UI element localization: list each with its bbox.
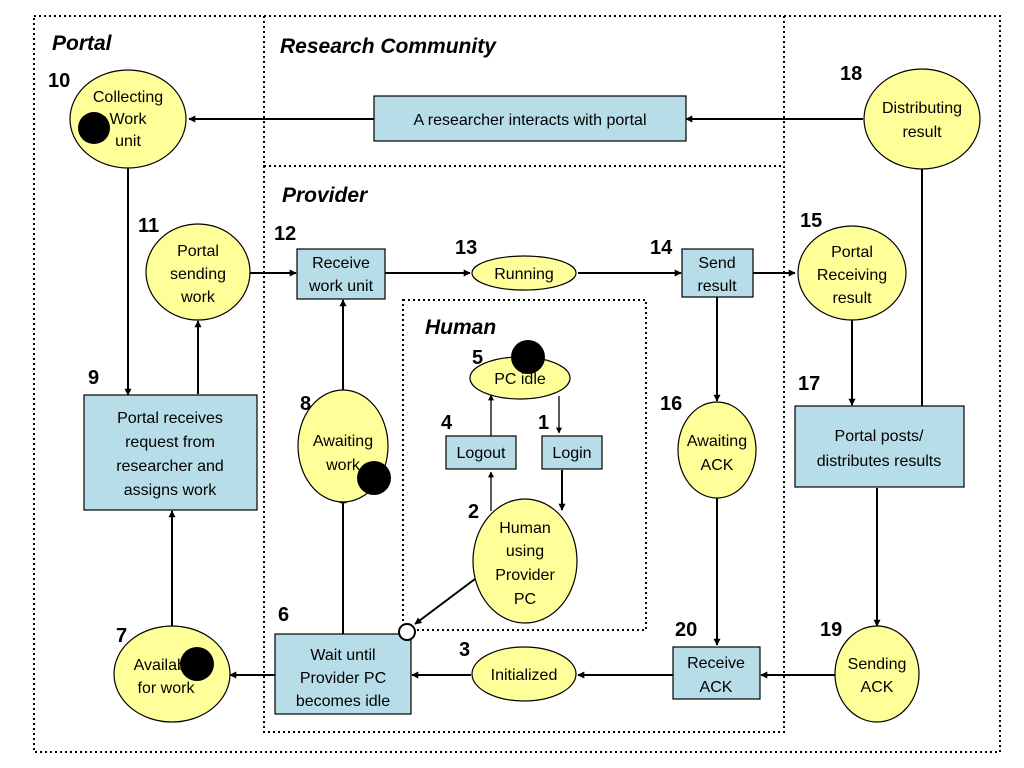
- step-number-2: 2: [468, 501, 479, 523]
- activity-17: Portal posts/ distributes results: [794, 405, 965, 488]
- region-title-provider: Provider: [282, 184, 369, 207]
- state-19: Sending ACK: [834, 625, 920, 723]
- token-dot-collecting: [78, 112, 110, 144]
- state-13: Running: [471, 255, 577, 291]
- state-15-line-2: Receiving: [817, 267, 887, 284]
- state-16-line-1: Awaiting: [687, 433, 747, 450]
- state-15-line-3: result: [832, 290, 872, 307]
- state-3-line-1: Initialized: [491, 667, 558, 684]
- step-number-4: 4: [441, 412, 453, 434]
- step-number-20: 20: [675, 619, 697, 641]
- state-18-line-1: Distributing: [882, 100, 962, 117]
- step-number-16: 16: [660, 393, 682, 415]
- activity-6-line-2: Provider PC: [300, 670, 386, 687]
- state-2-line-4: PC: [514, 591, 536, 608]
- token-dot-awaiting-work: [357, 461, 391, 495]
- step-number-8: 8: [300, 393, 311, 415]
- state-3: Initialized: [471, 646, 577, 702]
- activity-20-line-2: ACK: [700, 679, 733, 696]
- activity-17-line-2: distributes results: [817, 453, 942, 470]
- state-15-line-1: Portal: [831, 244, 873, 261]
- region-title-research: Research Community: [280, 35, 497, 58]
- activity-12-line-2: work unit: [308, 278, 374, 295]
- step-number-5: 5: [472, 347, 483, 369]
- activity-9-line-1: Portal receives: [117, 410, 223, 427]
- activity-17-line-1: Portal posts/: [835, 428, 924, 445]
- state-2-line-1: Human: [499, 520, 551, 537]
- state-10-line-1: Collecting: [93, 89, 163, 106]
- activity-9-line-3: researcher and: [116, 458, 224, 475]
- activity-14-line-1: Send: [698, 255, 735, 272]
- state-8-line-1: Awaiting: [313, 433, 373, 450]
- state-13-line-1: Running: [494, 266, 554, 283]
- state-5: PC idle: [469, 356, 571, 400]
- step-number-10: 10: [48, 70, 70, 92]
- step-number-11: 11: [138, 215, 159, 237]
- activity-14: Send result: [681, 248, 754, 298]
- state-2-line-3: Provider: [495, 567, 555, 584]
- step-number-7: 7: [116, 625, 127, 647]
- state-7-line-2: for work: [138, 680, 196, 697]
- step-number-3: 3: [459, 639, 470, 661]
- human-frame: [402, 299, 647, 631]
- state-18: Distributing result: [863, 68, 981, 170]
- state-2-line-2: using: [506, 543, 544, 560]
- junction-hollow-dot: [398, 623, 416, 641]
- state-7: Available for work: [113, 625, 231, 723]
- state-10: Collecting Work unit: [69, 69, 187, 169]
- state-18-line-2: result: [902, 124, 942, 141]
- step-number-17: 17: [798, 373, 820, 395]
- state-11-line-3: work: [180, 289, 216, 306]
- state-2: Human using Provider PC: [472, 498, 578, 624]
- activity-1: Login: [541, 435, 603, 470]
- step-number-18: 18: [840, 63, 862, 85]
- activity-9-line-2: request from: [125, 434, 215, 451]
- step-number-6: 6: [278, 604, 289, 626]
- activity-12: Receive work unit: [296, 248, 386, 300]
- step-number-14: 14: [650, 237, 673, 259]
- token-dot-pc-idle: [511, 340, 545, 374]
- step-number-15: 15: [800, 210, 822, 232]
- activity-20-line-1: Receive: [687, 655, 745, 672]
- state-16-line-2: ACK: [701, 457, 734, 474]
- step-number-13: 13: [455, 237, 477, 259]
- state-10-line-3: unit: [115, 133, 141, 150]
- edge-2-to-6: [414, 578, 476, 625]
- state-11-line-2: sending: [170, 266, 226, 283]
- provider-frame: [263, 165, 785, 733]
- step-number-1: 1: [538, 412, 549, 434]
- step-number-9: 9: [88, 367, 99, 389]
- step-number-12: 12: [274, 223, 296, 245]
- token-dot-available: [180, 647, 214, 681]
- research-box-label: A researcher interacts with portal: [414, 112, 647, 129]
- region-title-portal: Portal: [52, 32, 113, 55]
- activity-6-line-3: becomes idle: [296, 693, 390, 710]
- state-8-line-2: work: [325, 457, 361, 474]
- activity-9: Portal receives request from researcher …: [83, 394, 258, 511]
- state-15: Portal Receiving result: [797, 225, 907, 321]
- state-5-line-1: PC idle: [494, 371, 546, 388]
- state-19-line-1: Sending: [848, 656, 907, 673]
- activity-6: Wait until Provider PC becomes idle: [274, 633, 412, 715]
- region-title-human: Human: [425, 316, 496, 339]
- activity-20: Receive ACK: [672, 646, 761, 700]
- state-11: Portal sending work: [145, 223, 251, 321]
- state-16: Awaiting ACK: [677, 401, 757, 499]
- step-number-19: 19: [820, 619, 842, 641]
- activity-4: Logout: [445, 435, 517, 470]
- state-10-line-2: Work: [109, 111, 147, 128]
- activity-14-line-2: result: [697, 278, 737, 295]
- activity-6-line-1: Wait until: [310, 647, 375, 664]
- state-19-line-2: ACK: [861, 679, 894, 696]
- activity-4-line-1: Logout: [457, 445, 506, 462]
- activity-9-line-4: assigns work: [124, 482, 217, 499]
- activity-1-line-1: Login: [552, 445, 591, 462]
- activity-12-line-1: Receive: [312, 255, 370, 272]
- outer-frame: [33, 15, 1001, 753]
- research-box: [373, 95, 687, 142]
- state-11-line-1: Portal: [177, 243, 219, 260]
